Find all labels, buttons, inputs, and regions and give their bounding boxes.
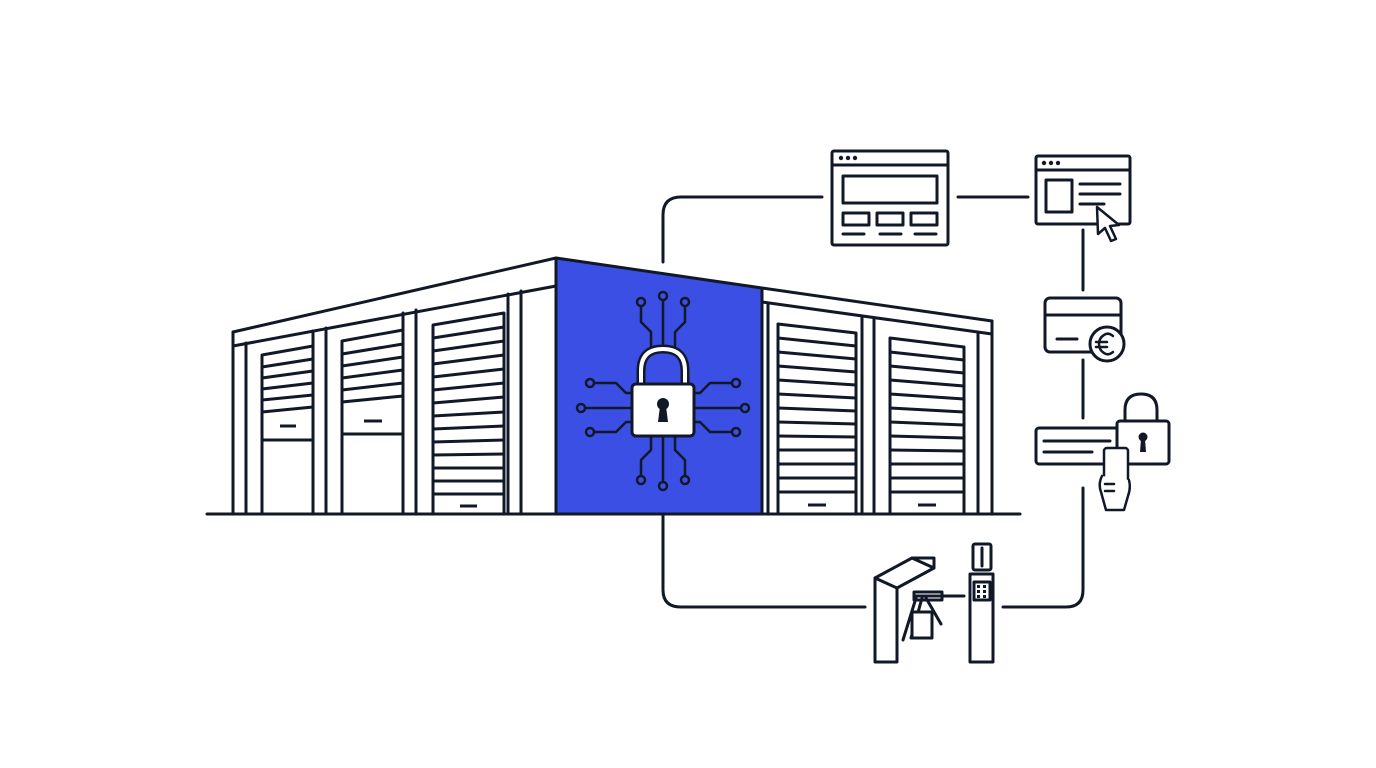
cursor-arrow-icon bbox=[1095, 205, 1121, 243]
booking-website-icon bbox=[830, 149, 950, 247]
connector-lock-to-booking bbox=[661, 195, 824, 264]
keypad-access-icon bbox=[968, 542, 995, 664]
connector-lines bbox=[661, 195, 1085, 609]
connector-mobile-to-keypad bbox=[1001, 486, 1085, 609]
storage-building-icon bbox=[205, 256, 1022, 516]
storage-door bbox=[260, 344, 315, 516]
website-click-icon bbox=[1034, 154, 1132, 243]
connector-lock-to-turnstile bbox=[661, 498, 867, 609]
storage-door bbox=[776, 322, 858, 516]
mobile-key-access-icon bbox=[1034, 392, 1171, 512]
digital-lock-icon bbox=[575, 290, 751, 492]
storage-door bbox=[340, 328, 405, 516]
storage-door bbox=[431, 311, 506, 516]
turnstile-gate-icon bbox=[873, 556, 966, 664]
payment-card-euro-icon bbox=[1043, 296, 1126, 363]
storage-door bbox=[888, 336, 966, 516]
